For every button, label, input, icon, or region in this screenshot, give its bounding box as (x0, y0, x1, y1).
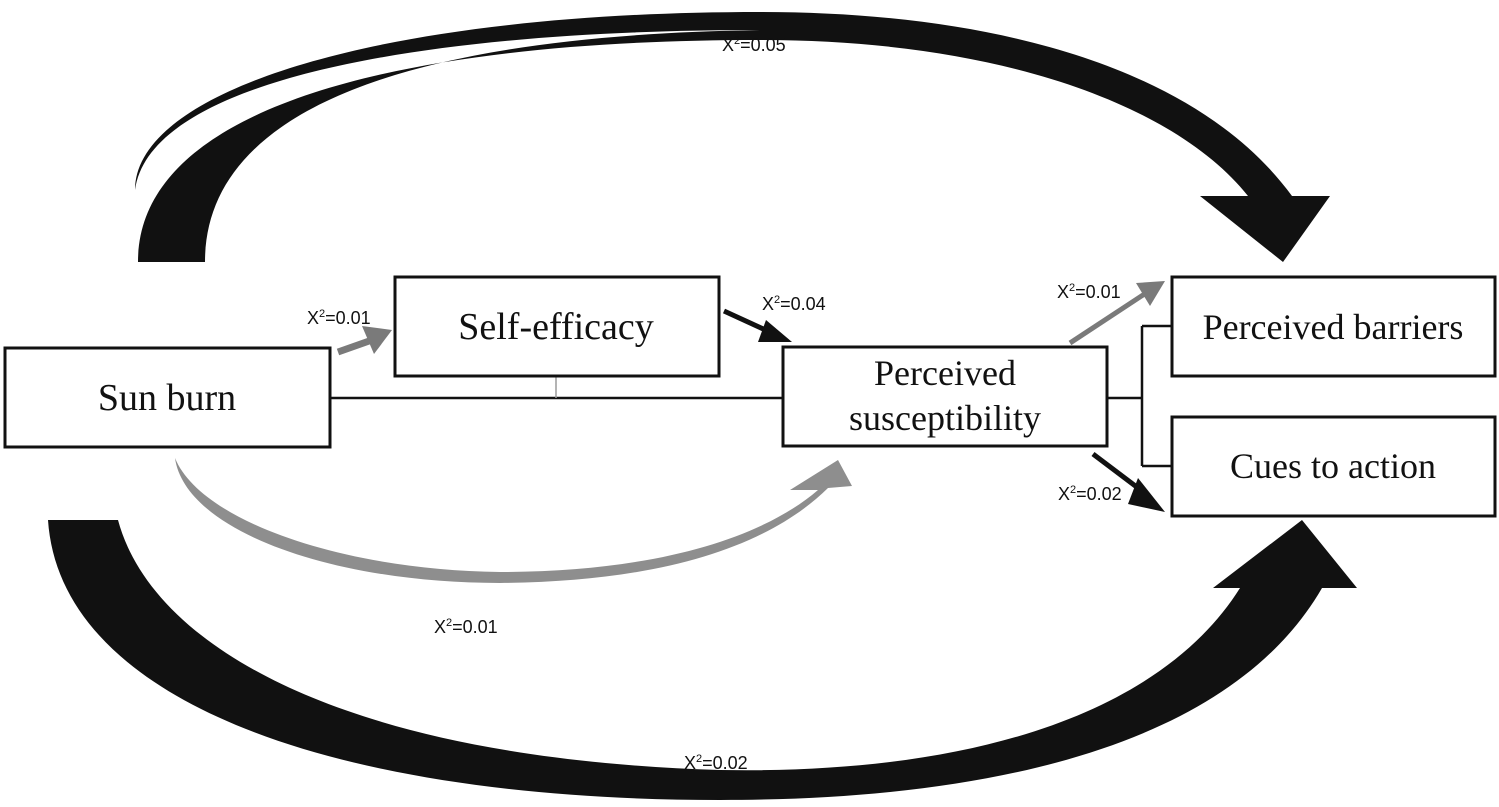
arrow-selfefficacy-to-susceptibility (722, 308, 792, 342)
node-perceived-barriers-label: Perceived barriers (1203, 307, 1464, 347)
node-cues-to-action: Cues to action (1170, 415, 1497, 518)
node-self-efficacy-label: Self-efficacy (458, 306, 654, 348)
stat-selfefficacy-susceptibility: X2=0.04 (762, 294, 826, 314)
node-sun-burn-label: Sun burn (98, 377, 236, 419)
node-perceived-barriers: Perceived barriers (1170, 275, 1497, 378)
stat-susceptibility-cues: X2=0.02 (1058, 484, 1122, 504)
node-perceived-susceptibility-line1: Perceived (874, 353, 1016, 393)
arrow-susceptibility-to-barriers (1068, 281, 1165, 346)
gray-curved-arrow (175, 458, 852, 583)
stat-bottom-arc: X2=0.02 (684, 753, 748, 773)
node-self-efficacy: Self-efficacy (393, 275, 721, 378)
stat-sunburn-selfefficacy: X2=0.01 (307, 308, 371, 328)
node-cues-to-action-label: Cues to action (1230, 446, 1436, 486)
stat-susceptibility-barriers: X2=0.01 (1057, 282, 1121, 302)
stat-gray-arc: X2=0.01 (434, 617, 498, 637)
arrow-sunburn-to-selfefficacy (336, 326, 392, 356)
arrow-susceptibility-to-cues (1091, 452, 1165, 512)
node-perceived-susceptibility-line2: susceptibility (849, 398, 1041, 438)
bottom-curved-arrow (48, 520, 1357, 800)
stat-top-arc: X2=0.05 (722, 35, 786, 55)
node-sun-burn: Sun burn (3, 346, 332, 449)
node-perceived-susceptibility: Perceived susceptibility (781, 345, 1109, 448)
